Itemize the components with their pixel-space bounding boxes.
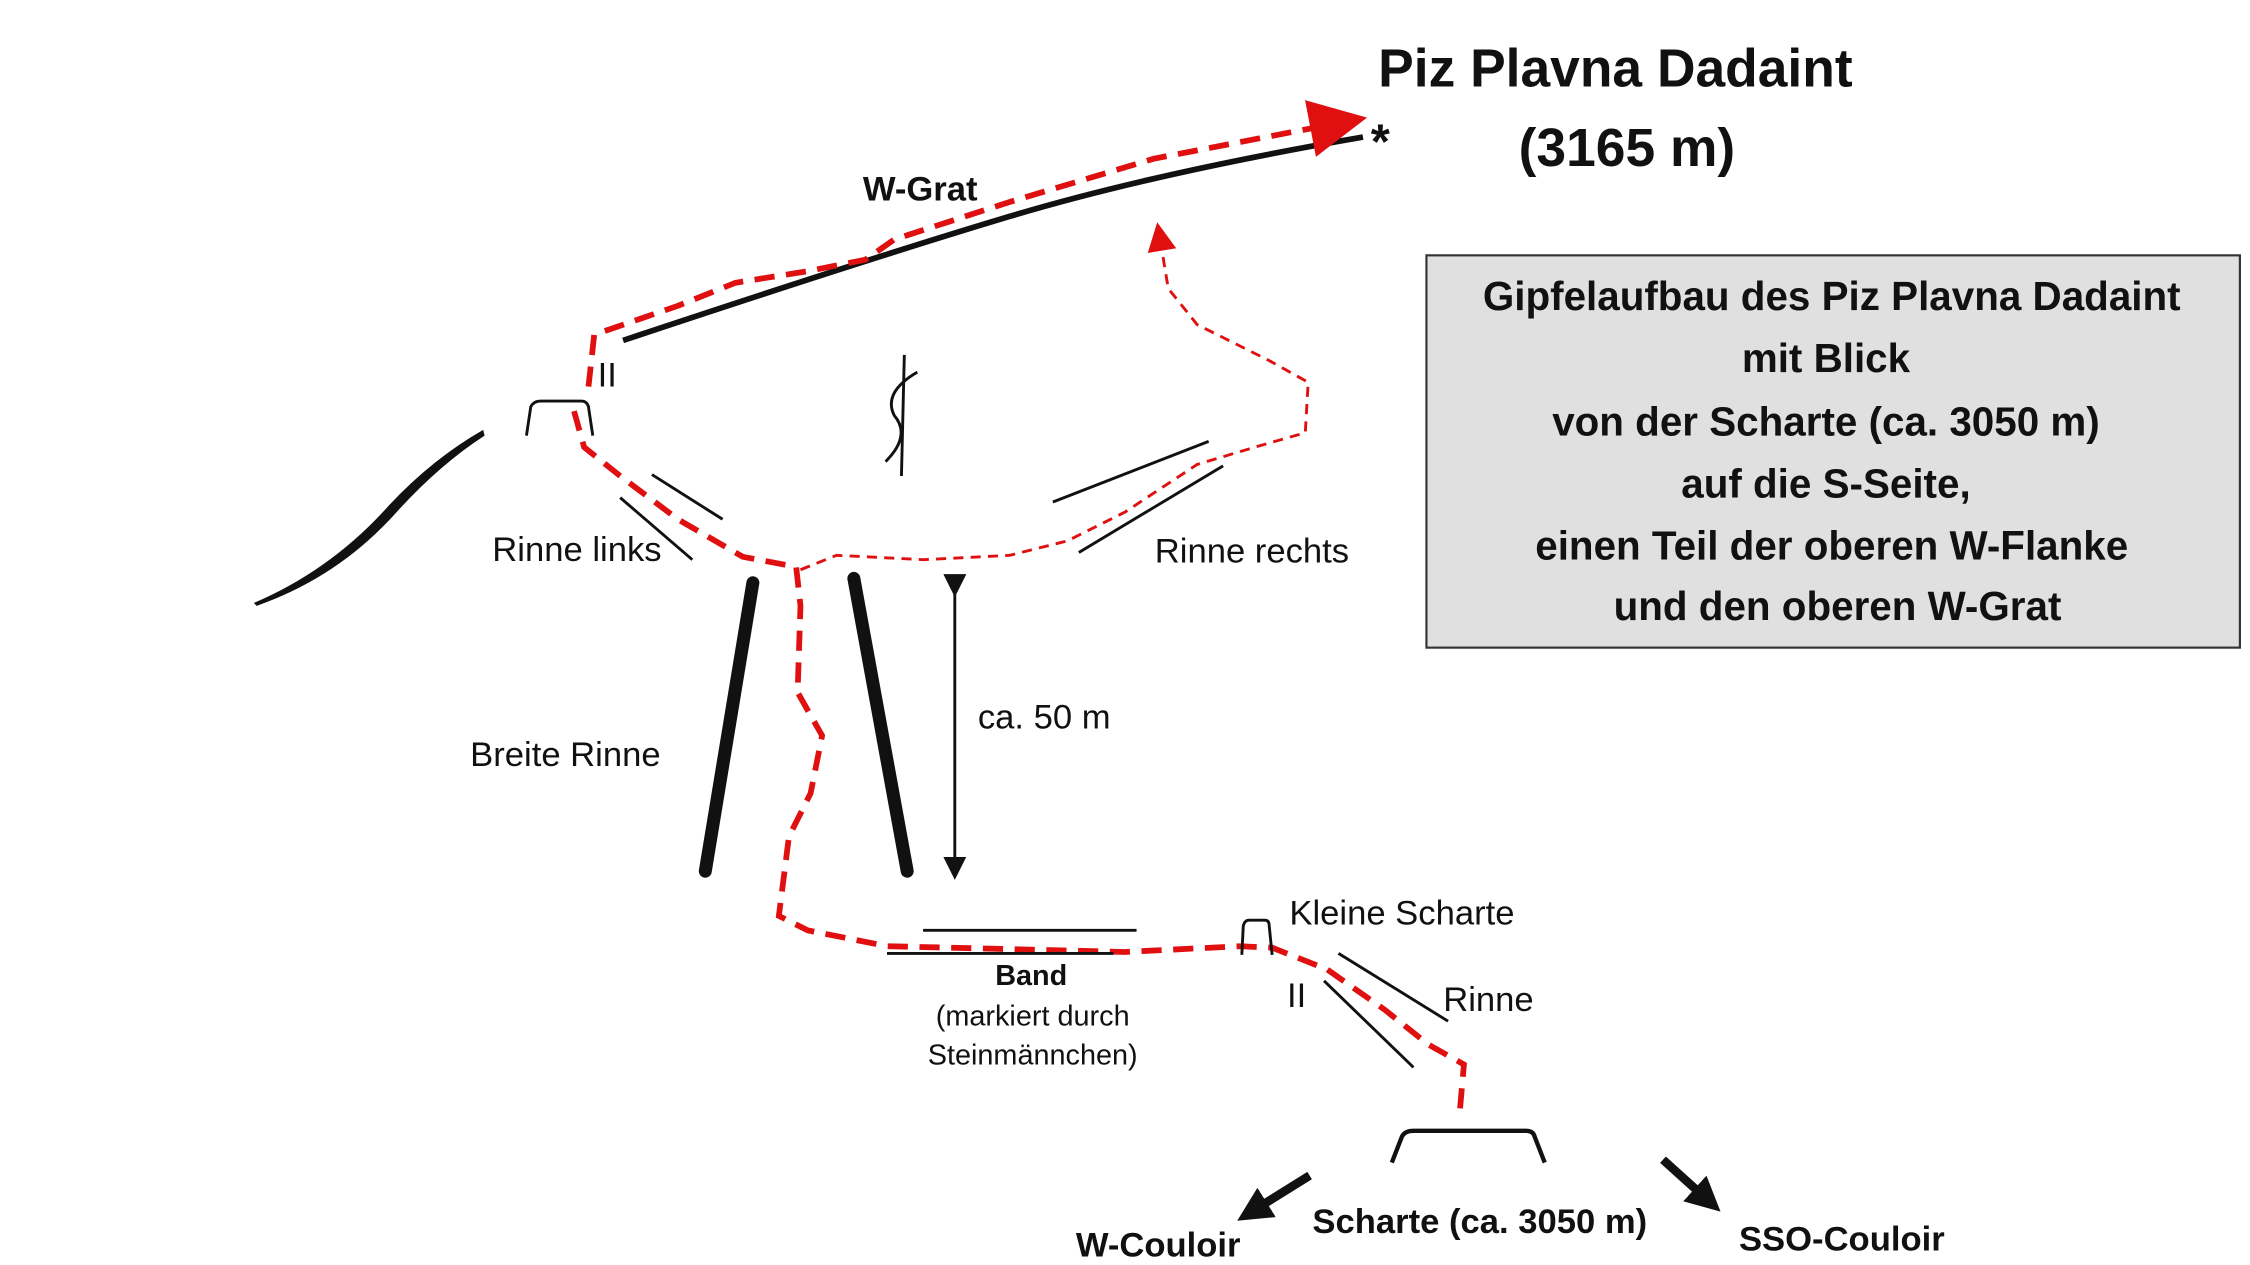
notch-upper-icon bbox=[525, 399, 595, 436]
info-line: und den oberen W-Grat bbox=[1614, 583, 2062, 629]
summit-elevation: (3165 m) bbox=[1519, 119, 1736, 178]
w-grat-label: W-Grat bbox=[863, 171, 978, 209]
rinne-links-line bbox=[651, 473, 724, 521]
kleine-scharte-label: Kleine Scharte bbox=[1289, 895, 1514, 933]
rockfall-icon bbox=[884, 354, 919, 477]
breite-rinne-line bbox=[698, 576, 760, 878]
info-line: Gipfelaufbau des Piz Plavna Dadaint bbox=[1483, 273, 2181, 319]
grade-upper: II bbox=[598, 357, 617, 395]
rinne-rechts-line bbox=[1052, 440, 1210, 504]
sso-couloir-arrow bbox=[1660, 1156, 1721, 1212]
route-main bbox=[571, 410, 1467, 1114]
summit-marker: * bbox=[1371, 116, 1391, 170]
info-line: von der Scharte (ca. 3050 m) bbox=[1552, 399, 2100, 445]
breite-rinne-line bbox=[847, 571, 914, 878]
band-note: (markiert durch bbox=[936, 1001, 1130, 1033]
info-line: mit Blick bbox=[1742, 335, 1911, 381]
band-note: Steinmännchen) bbox=[928, 1039, 1138, 1071]
info-line: einen Teil der oberen W-Flanke bbox=[1535, 523, 2128, 569]
band-label: Band bbox=[995, 960, 1067, 992]
rinne-links-label: Rinne links bbox=[492, 531, 661, 569]
left-slope bbox=[253, 429, 485, 606]
route-variant bbox=[799, 222, 1310, 572]
rinne-label: Rinne bbox=[1443, 981, 1533, 1019]
height-label: ca. 50 m bbox=[978, 698, 1111, 736]
sso-couloir-label: SSO-Couloir bbox=[1739, 1221, 1945, 1259]
scharte-notch-icon bbox=[1389, 1128, 1547, 1164]
info-box: Gipfelaufbau des Piz Plavna Dadaint mit … bbox=[1425, 254, 2241, 649]
rinne-line bbox=[1337, 952, 1449, 1023]
rinne-rechts-line bbox=[1078, 464, 1224, 554]
info-line: auf die S-Seite, bbox=[1681, 461, 1970, 507]
rinne-rechts-label: Rinne rechts bbox=[1155, 533, 1349, 571]
notch-small-icon bbox=[1240, 918, 1274, 955]
grade-lower: II bbox=[1287, 977, 1306, 1015]
scharte-label: Scharte (ca. 3050 m) bbox=[1312, 1203, 1647, 1241]
summit-name: Piz Plavna Dadaint bbox=[1378, 40, 1853, 99]
breite-rinne-label: Breite Rinne bbox=[470, 736, 660, 774]
rinne-line bbox=[1323, 979, 1415, 1069]
rinne-links-line bbox=[619, 496, 694, 561]
w-couloir-arrow bbox=[1237, 1171, 1312, 1221]
route-ridge bbox=[585, 100, 1368, 387]
w-ridge-line bbox=[622, 134, 1364, 344]
w-couloir-label: W-Couloir bbox=[1076, 1226, 1241, 1264]
